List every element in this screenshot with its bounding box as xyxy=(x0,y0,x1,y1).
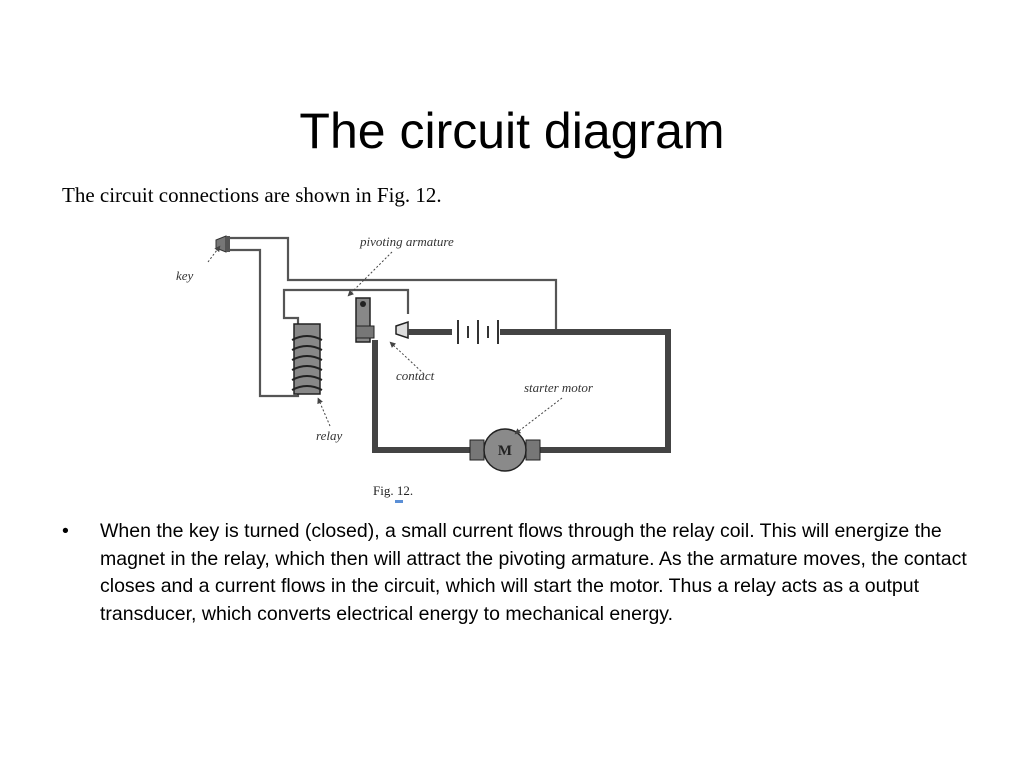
motor-symbol-label: M xyxy=(498,443,512,459)
caption-mark xyxy=(395,500,403,503)
relay-coil xyxy=(291,323,323,395)
figure-caption: Fig. 12. xyxy=(373,483,413,498)
control-wire xyxy=(230,236,558,398)
contact-point xyxy=(395,320,409,340)
circuit-diagram: M key pivoting armature contact starter … xyxy=(176,234,671,503)
pivoting-armature-label: pivoting armature xyxy=(359,234,454,249)
pivoting-armature xyxy=(355,297,375,343)
bullet-list: • When the key is turned (closed), a sma… xyxy=(62,518,972,628)
slide-title: The circuit diagram xyxy=(299,102,725,159)
key-icon xyxy=(215,235,230,253)
bullet-item: • When the key is turned (closed), a sma… xyxy=(62,518,972,628)
main-circuit-wire xyxy=(372,329,671,453)
slide-subtitle: The circuit connections are shown in Fig… xyxy=(62,183,442,207)
battery-icon xyxy=(457,320,499,344)
contact-label: contact xyxy=(396,368,435,383)
key-label: key xyxy=(176,268,194,283)
leader-arrows xyxy=(207,245,563,435)
starter-motor-label: starter motor xyxy=(524,380,594,395)
starter-motor-icon: M xyxy=(469,428,541,472)
bullet-marker: • xyxy=(62,520,69,542)
circuit-figure: M key pivoting armature contact starter … xyxy=(170,222,690,517)
bullet-text: When the key is turned (closed), a small… xyxy=(100,520,967,625)
relay-label: relay xyxy=(316,428,342,443)
